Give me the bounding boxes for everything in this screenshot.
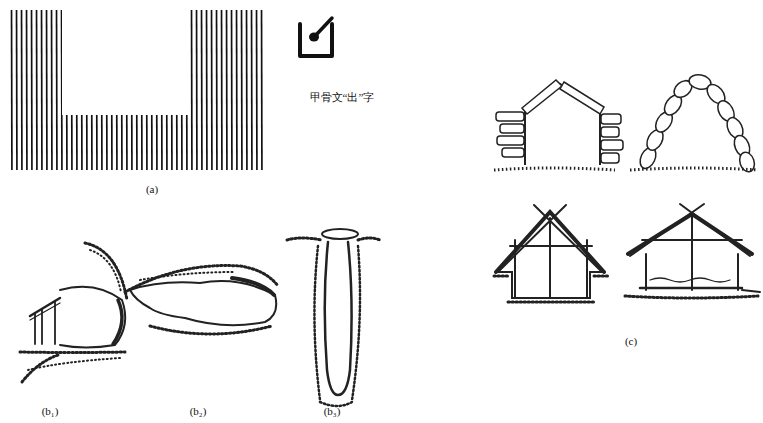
vertical-pit-sketch-part <box>322 229 358 239</box>
stone-house-sketch-part <box>601 114 621 124</box>
glyph-caption: 甲骨文“出”字 <box>310 91 375 104</box>
cliff-cave-sketch-part <box>20 351 125 355</box>
raised-hut-sketch-part <box>650 278 730 282</box>
oracle-bone-glyph-part <box>316 18 332 35</box>
raised-hut-sketch-part <box>628 214 752 254</box>
raised-hut-sketch-part <box>642 239 742 241</box>
raised-hut-sketch <box>625 204 760 298</box>
raised-hut-sketch-part <box>630 204 750 256</box>
stone-house-sketch-part <box>496 112 524 121</box>
stone-house-sketch-part <box>502 148 524 157</box>
horizontal-cave-sketch-part <box>125 266 278 292</box>
raised-hut-sketch-part <box>640 287 742 290</box>
cliff-cave-sketch-part <box>113 300 122 344</box>
stone-arch-sketch <box>630 73 758 173</box>
horizontal-cave-sketch <box>125 266 278 334</box>
hatched-ground-section-part <box>10 10 265 170</box>
cliff-cave-sketch-part <box>30 303 60 320</box>
stone-house-sketch-part <box>601 140 623 150</box>
stone-house-sketch-part <box>522 80 562 114</box>
stone-house-sketch-part <box>601 153 619 163</box>
pit-dwelling-sketch-part <box>498 272 604 298</box>
oracle-bone-glyph-part <box>300 24 332 56</box>
stone-house-sketch-part <box>500 124 524 133</box>
vertical-pit-sketch <box>287 229 380 406</box>
raised-hut-sketch-part <box>625 296 758 298</box>
pit-dwelling-sketch <box>494 205 610 302</box>
cliff-cave-sketch <box>20 243 127 382</box>
vertical-pit-sketch-part <box>314 246 360 406</box>
panel-label: (a) <box>146 183 158 196</box>
horizontal-cave-sketch-part <box>140 272 235 280</box>
oracle-bone-glyph <box>300 18 332 56</box>
stone-arch-sketch-part <box>630 168 758 170</box>
panel-label: (b₃) <box>324 405 341 418</box>
cliff-cave-sketch-part <box>60 287 125 348</box>
panel-label: (b₂) <box>190 405 207 418</box>
vertical-pit-sketch-part <box>325 242 352 395</box>
horizontal-cave-sketch-part <box>130 281 276 325</box>
raised-hut-sketch-part <box>646 254 738 290</box>
horizontal-cave-sketch-part <box>150 326 272 334</box>
cliff-cave-sketch-part <box>28 358 120 370</box>
pit-dwelling-sketch-part <box>494 276 610 302</box>
horizontal-cave-sketch-part <box>232 278 274 295</box>
panel-label: (b₁) <box>42 405 59 418</box>
stone-house-sketch <box>494 80 623 170</box>
stone-house-sketch-part <box>497 136 524 145</box>
stone-house-sketch-part <box>494 168 615 170</box>
raised-hut-sketch-part <box>742 290 760 292</box>
hatched-ground-section <box>10 10 265 170</box>
cliff-cave-sketch-part <box>22 355 58 382</box>
cliff-cave-sketch-part <box>90 250 121 292</box>
panel-label: (c) <box>625 335 637 348</box>
stone-house-sketch-part <box>560 82 604 114</box>
stone-house-sketch-part <box>601 127 619 137</box>
pit-dwelling-sketch-part <box>515 218 587 298</box>
